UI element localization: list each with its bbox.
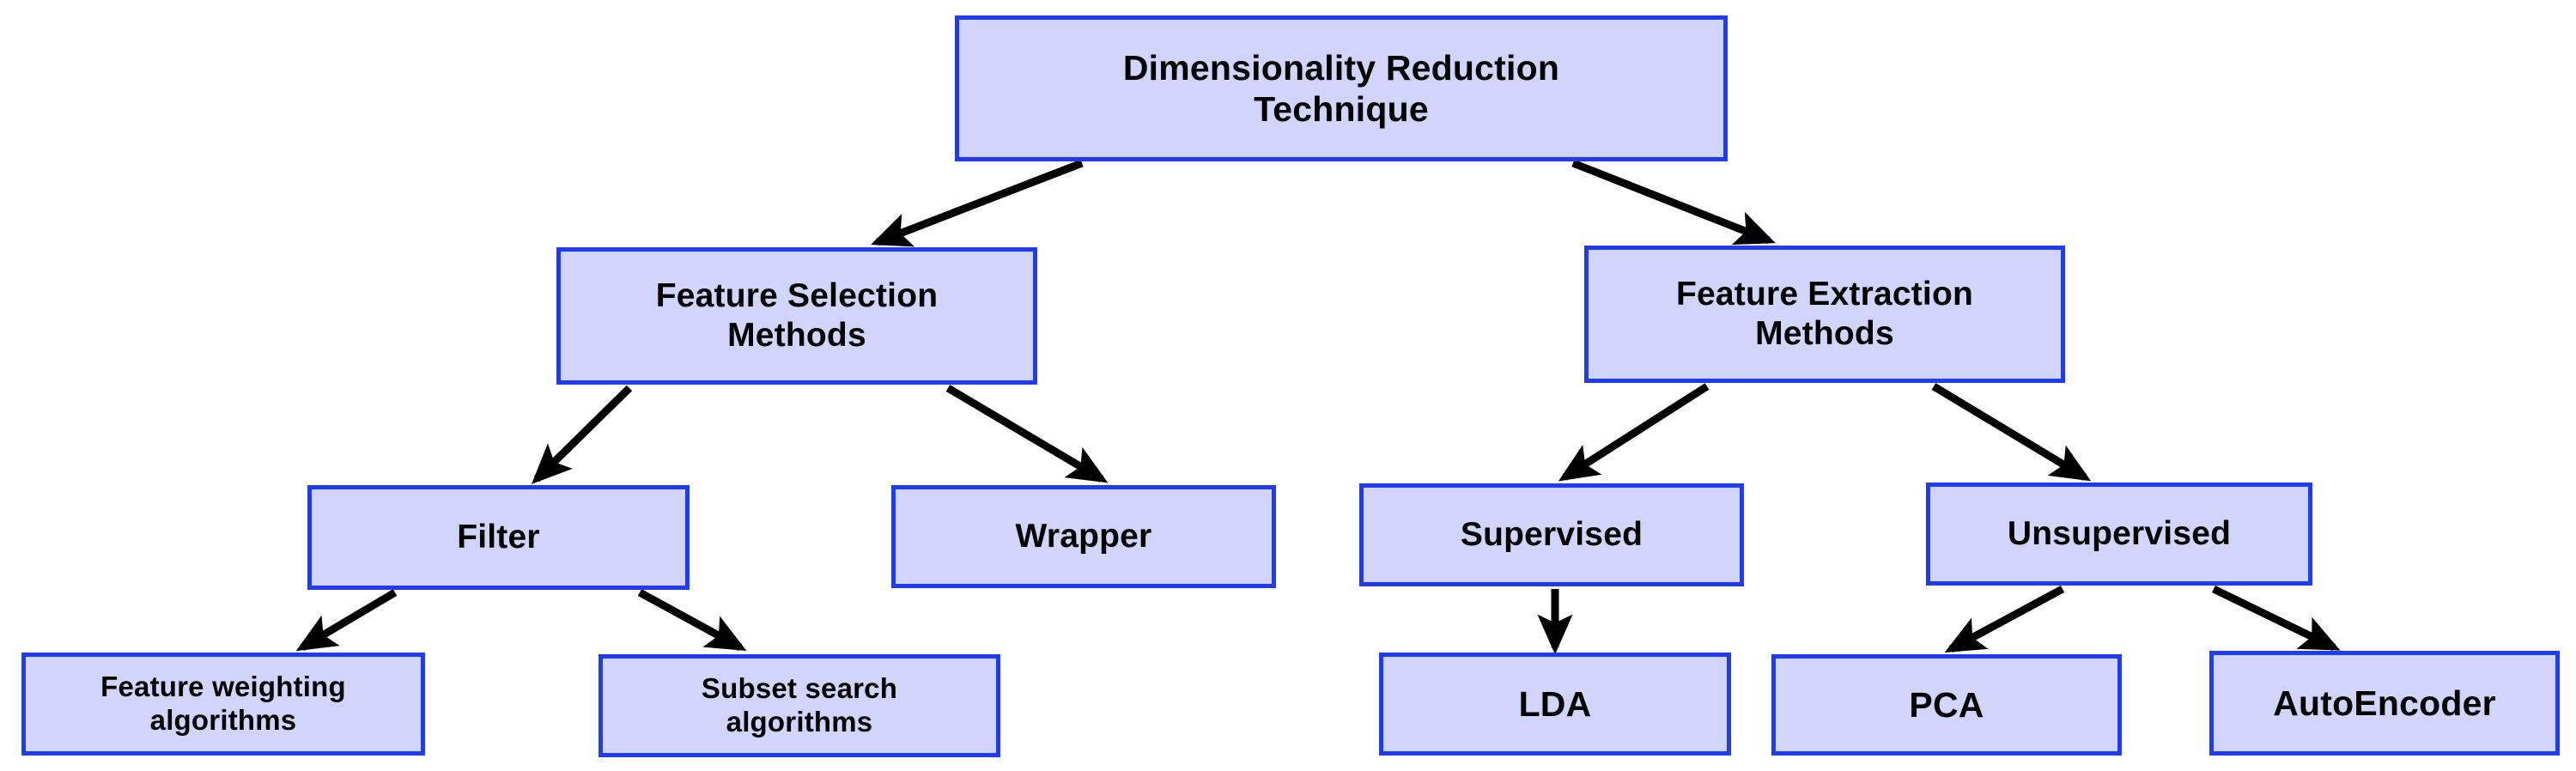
edge-filter-to-feature-weighting (295, 589, 398, 652)
node-label-filter: Filter (457, 518, 540, 555)
node-subset-search-algorithms[interactable]: Subset search algorithms (598, 654, 1000, 757)
node-label-autoencoder: AutoEncoder (2273, 683, 2496, 723)
node-feature-extraction-methods[interactable]: Feature Extraction Methods (1584, 246, 2065, 383)
node-supervised[interactable]: Supervised (1359, 483, 1744, 586)
node-feature-weighting-algorithms[interactable]: Feature weighting algorithms (21, 653, 425, 756)
edge-root-to-feature-selection (871, 159, 1084, 247)
node-label-pca: PCA (1909, 684, 1984, 725)
node-label-supervised: Supervised (1460, 515, 1643, 553)
edge-unsupervised-to-pca (1944, 586, 2065, 653)
edge-feature-extraction-to-supervised (1558, 383, 1710, 482)
node-unsupervised[interactable]: Unsupervised (1926, 483, 2312, 586)
node-pca[interactable]: PCA (1771, 654, 2122, 756)
node-label-unsupervised: Unsupervised (2007, 514, 2232, 552)
node-label-subset-search-algorithms: Subset search algorithms (701, 672, 898, 738)
node-label-feature-selection-methods: Feature Selection Methods (655, 276, 939, 354)
node-lda[interactable]: LDA (1379, 653, 1731, 756)
node-wrapper[interactable]: Wrapper (891, 485, 1276, 588)
edge-feature-extraction-to-unsupervised (1931, 383, 2092, 482)
edge-feature-selection-to-filter (531, 385, 633, 484)
edge-filter-to-subset-search (637, 589, 747, 652)
node-label-feature-extraction-methods: Feature Extraction Methods (1675, 275, 1974, 352)
node-feature-selection-methods[interactable]: Feature Selection Methods (556, 247, 1037, 385)
node-label-root: Dimensionality Reduction Technique (1122, 47, 1560, 129)
edge-unsupervised-to-autoencoder (2212, 585, 2341, 652)
edge-feature-selection-to-wrapper (945, 385, 1109, 483)
node-root[interactable]: Dimensionality Reduction Technique (955, 15, 1728, 161)
node-label-wrapper: Wrapper (1015, 517, 1152, 555)
node-label-lda: LDA (1518, 683, 1592, 724)
edge-root-to-feature-extraction (1571, 159, 1776, 246)
node-filter[interactable]: Filter (307, 485, 690, 590)
node-autoencoder[interactable]: AutoEncoder (2209, 651, 2560, 756)
node-label-feature-weighting-algorithms: Feature weighting algorithms (100, 671, 346, 736)
